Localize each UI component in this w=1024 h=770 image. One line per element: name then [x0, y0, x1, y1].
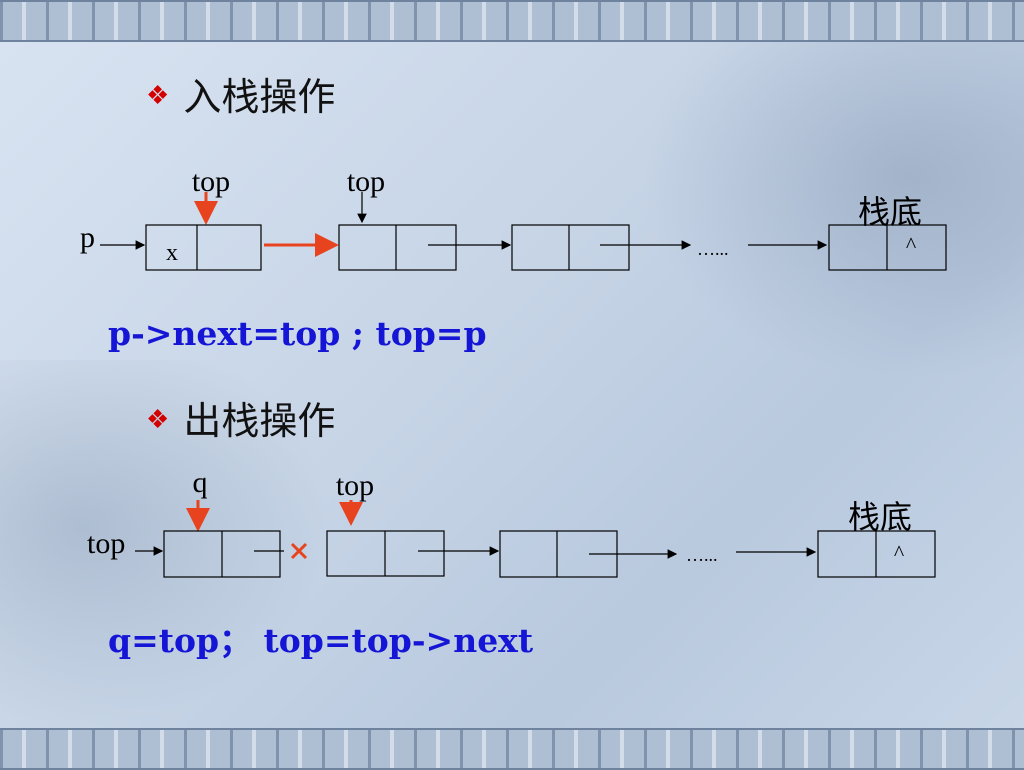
top-label-new: top [336, 469, 374, 502]
p-label: p [80, 221, 95, 254]
node-new: x [145, 224, 262, 271]
stack-bottom-label: 栈底 [858, 194, 922, 230]
ellipsis: …... [697, 239, 729, 259]
top-label-old: top [87, 527, 125, 560]
background-wall-left [0, 360, 330, 728]
node-removed [163, 530, 281, 578]
push-heading: ❖ 入栈操作 [146, 66, 335, 121]
pop-title: 出栈操作 [183, 399, 336, 443]
push-title: 入栈操作 [183, 75, 336, 119]
top-decorative-band [0, 0, 1024, 42]
stack-bottom-label: 栈底 [848, 499, 912, 535]
ellipsis: …... [686, 545, 718, 565]
top-label-new: top [192, 165, 230, 198]
q-label: q [193, 466, 208, 499]
top-label-old: top [347, 165, 385, 198]
node-data-x: x [166, 240, 178, 266]
diamond-bullet-icon: ❖ [146, 81, 170, 111]
x-mark-icon [290, 542, 308, 560]
diamond-bullet-icon: ❖ [146, 405, 170, 435]
node-bottom: ^ [828, 224, 947, 271]
node-2 [338, 224, 457, 271]
background-wall-right [640, 40, 1024, 380]
node-3 [511, 224, 630, 271]
null-mark: ^ [906, 232, 917, 257]
pop-heading: ❖ 出栈操作 [146, 390, 335, 445]
null-mark: ^ [894, 540, 905, 565]
pop-code: q=top； top=top->next [108, 621, 534, 660]
node-bottom: ^ [817, 530, 936, 578]
push-code: p->next=top ; top=p [108, 314, 487, 353]
node-2 [326, 530, 445, 577]
